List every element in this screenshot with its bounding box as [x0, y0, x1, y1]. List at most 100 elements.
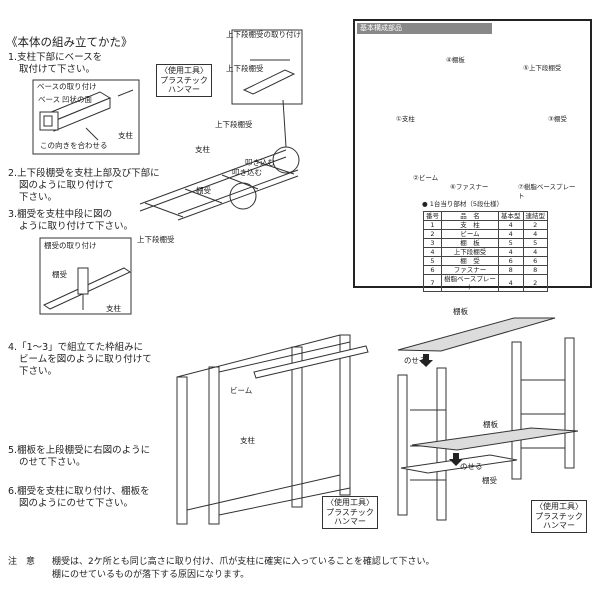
inset-callout-beam: ②ビーム: [413, 174, 439, 182]
label-lower-rail: 上下段棚受: [137, 235, 175, 244]
cell: 8: [522, 265, 548, 275]
label-upper-lower-rail: 上下段棚受: [226, 64, 264, 73]
cell: 6: [423, 265, 442, 275]
shelf-rail-drawing: [42, 267, 132, 310]
label-base-attach: ベースの取り付け: [37, 82, 97, 91]
step-4-line2: ビームを図のように取り付けて: [19, 354, 152, 365]
inset-callout-fastener: ⑥ファスナー: [450, 183, 489, 191]
step-6-num: 6.: [8, 486, 18, 497]
label-push-in-1: 叩き込む: [245, 158, 275, 167]
inset-callout-rail: ③棚受: [548, 115, 567, 123]
cell: 6: [498, 256, 524, 266]
tool-2-line2: ハンマー: [334, 517, 366, 526]
step-3-num: 3.: [8, 209, 18, 220]
cell: 7: [423, 274, 442, 292]
cell: 5: [522, 238, 548, 248]
label-shelf-board-top: 棚板: [453, 307, 468, 316]
tool-box-1: 〈使用工具〉 プラスチック ハンマー: [156, 64, 212, 97]
label-base: ベース: [38, 95, 61, 104]
step-5-line1: 棚板を上段棚受に右図のように: [17, 445, 151, 456]
frame-with-beam-drawing: [176, 334, 369, 525]
cell: 上下段棚受: [441, 247, 499, 257]
caution-line-2: 棚にのせているものが落下する原因になります。: [52, 570, 250, 580]
parts-table-header-row: 番号 品 名 基本型 連結型: [423, 211, 548, 221]
step-4-line1: 「1～3」で組立てた枠組みに: [17, 342, 144, 353]
label-place-mid: のせる: [460, 462, 483, 471]
label-shelf-board-mid: 棚板: [483, 420, 498, 429]
step-2-line2: 図のように取り付けて: [19, 180, 115, 191]
inset-callout-base-plate: ⑦樹脂ベースプレート: [518, 183, 576, 200]
cell: 4: [498, 220, 524, 230]
step-5: 5.棚板を上段棚受に右図のように のせて下さい。: [8, 445, 150, 469]
caution-line-1: 棚受は、2ケ所とも同じ高さに取り付け、爪が支柱に確実に入っていることを確認して下…: [52, 557, 435, 567]
step-2-line3: 下さい。: [19, 192, 58, 203]
step-2-num: 2.: [8, 168, 18, 179]
step-4-num: 4.: [8, 342, 18, 353]
step-3-line2: ように取り付けて下さい。: [19, 221, 134, 232]
tool-box-2: 〈使用工具〉 プラスチック ハンマー: [322, 496, 378, 529]
step-1-line1: 支柱下部にベースを: [17, 52, 103, 63]
page-title: 《本体の組み立てかた》: [6, 35, 133, 49]
shelving-with-boards-drawing: [397, 317, 579, 521]
label-place-top: のせる: [404, 356, 427, 365]
step-2: 2.上下段棚受を支柱上部及び下部に 図のように取り付けて 下さい。: [8, 168, 160, 204]
step-5-num: 5.: [8, 445, 18, 456]
label-notch: 凹状の面: [62, 95, 92, 104]
step-5-line2: のせて下さい。: [19, 457, 86, 468]
header-num: 番号: [423, 211, 442, 221]
cell: ビーム: [441, 229, 499, 239]
cell: 2: [522, 274, 548, 292]
label-push-in-2: 叩き込む: [232, 168, 262, 177]
step-3-line1: 棚受を支柱中段に図の: [17, 209, 113, 220]
label-upper-rail: 上下段棚受: [215, 120, 253, 129]
label-rail-2: 棚受: [52, 270, 67, 279]
cell: 支 柱: [441, 220, 499, 230]
tool-1-line1: プラスチック: [160, 75, 208, 85]
step-2-line1: 上下段棚受を支柱上部及び下部に: [17, 168, 160, 179]
label-shelf-rail-attach: 棚受の取り付け: [44, 241, 97, 250]
step-6-line1: 棚受を支柱に取り付け、棚板を: [17, 486, 150, 497]
cell: 4: [522, 247, 548, 257]
step-1: 1.支柱下部にベースを 取付けて下さい。: [8, 52, 102, 76]
inset-callout-shelf: ④棚板: [446, 56, 465, 64]
label-align: この向きを合わせる: [40, 141, 108, 150]
cell: 棚 受: [441, 256, 499, 266]
step-4-line3: 下さい。: [19, 366, 58, 377]
inset-callout-column: ①支柱: [396, 115, 415, 123]
tool-3-line2: ハンマー: [543, 521, 575, 530]
step-6-line2: 図のようにのせて下さい。: [19, 498, 134, 509]
label-rail-3: 棚受: [482, 476, 497, 485]
cell: 3: [423, 238, 442, 248]
step-4: 4.「1～3」で組立てた枠組みに ビームを図のように取り付けて 下さい。: [8, 342, 152, 378]
label-upper-lower-attach: 上下段棚受の取り付け: [226, 30, 301, 39]
base-column-drawing: [39, 89, 134, 141]
caution-label: 注 意: [8, 557, 36, 567]
label-column-1: 支柱: [118, 131, 133, 140]
step-6: 6.棚受を支柱に取り付け、棚板を 図のようにのせて下さい。: [8, 486, 150, 510]
tool-1-head: 〈使用工具〉: [160, 66, 208, 75]
cell: 樹脂ベースプレート: [441, 274, 499, 292]
cell: 棚 板: [441, 238, 499, 248]
header-linked: 連結型: [522, 211, 548, 221]
header-name: 品 名: [441, 211, 499, 221]
inset-header: 基本構成部品: [357, 23, 492, 34]
tool-2-head: 〈使用工具〉: [326, 498, 374, 507]
tool-3-head: 〈使用工具〉: [535, 502, 583, 511]
upper-lower-rail-drawing: [139, 29, 303, 221]
cell: 2: [522, 220, 548, 230]
cell: 4: [522, 229, 548, 239]
cell: 4: [423, 247, 442, 257]
step-1-line2: 取付けて下さい。: [19, 64, 96, 75]
header-basic: 基本型: [498, 211, 524, 221]
cell: 4: [498, 247, 524, 257]
tool-3-line1: プラスチック: [535, 511, 583, 521]
